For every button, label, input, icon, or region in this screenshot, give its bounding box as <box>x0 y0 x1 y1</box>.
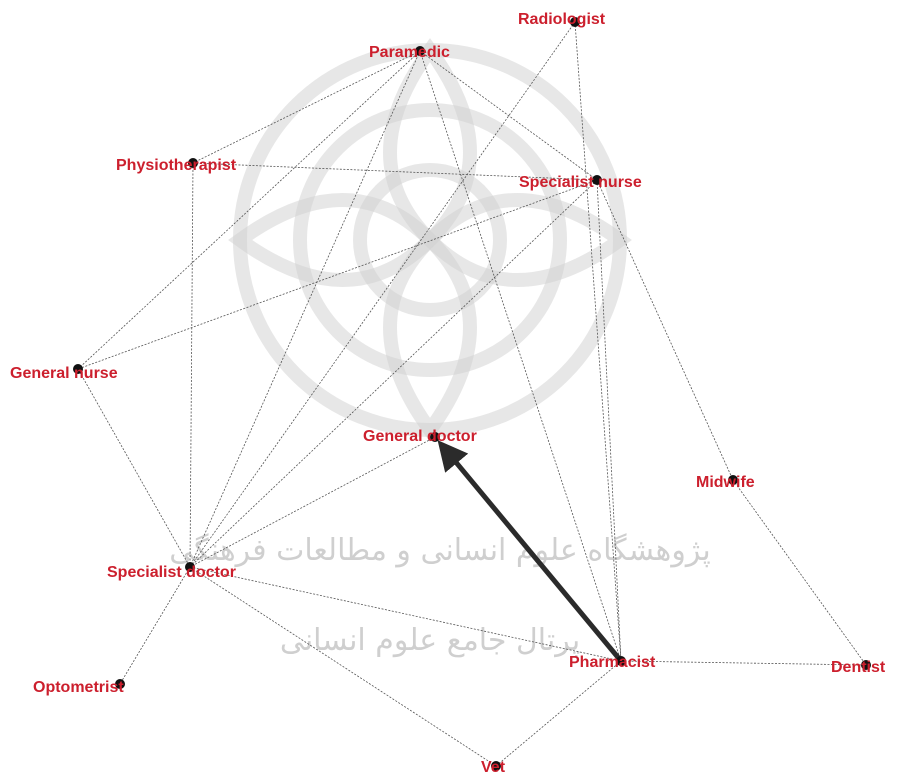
node-dot-paramedic <box>415 46 425 56</box>
node-specialist-doctor: Specialist doctor <box>107 562 236 581</box>
edge-radiologist-pharmacist <box>574 21 622 662</box>
edge-specialist-doctor-pharmacist <box>189 566 622 662</box>
edge-physiotherapist-specialist-nurse <box>192 162 598 181</box>
edge-paramedic-specialist-nurse <box>419 50 598 181</box>
node-dot-specialist-nurse <box>592 175 602 185</box>
edge-specialist-doctor-vet <box>189 566 497 767</box>
node-physiotherapist: Physiotherapist <box>116 157 237 174</box>
node-dot-physiotherapist <box>188 158 198 168</box>
edges <box>77 21 867 767</box>
node-label-vet: Vet <box>481 759 506 776</box>
edge-specialist-doctor-optometrist <box>119 566 191 685</box>
node-label-specialist-nurse: Specialist nurse <box>519 174 642 191</box>
edge-paramedic-general-nurse <box>77 50 421 370</box>
node-dot-optometrist <box>115 679 125 689</box>
edge-midwife-dentist <box>732 479 867 666</box>
node-dot-general-doctor <box>430 432 440 442</box>
edge-general-doctor-specialist-doctor <box>189 436 436 568</box>
node-label-general-nurse: General nurse <box>10 365 118 382</box>
edge-specialist-nurse-general-nurse <box>77 179 598 370</box>
nodes: RadiologistParamedicPhysiotherapistSpeci… <box>10 11 886 776</box>
node-general-nurse: General nurse <box>10 364 118 382</box>
node-label-radiologist: Radiologist <box>518 11 606 28</box>
node-general-doctor: General doctor <box>363 428 477 445</box>
node-dot-vet <box>491 761 501 771</box>
node-label-general-doctor: General doctor <box>363 428 477 445</box>
watermark-text-line1: پژوهشگاه علوم انسانی و مطالعات فرهنگی <box>169 533 711 568</box>
node-dot-dentist <box>861 660 871 670</box>
edge-paramedic-physiotherapist <box>192 50 421 164</box>
node-label-optometrist: Optometrist <box>33 679 124 696</box>
node-dentist: Dentist <box>831 659 886 676</box>
edge-physiotherapist-specialist-doctor <box>189 162 194 568</box>
watermark-emblem <box>228 38 632 442</box>
node-label-midwife: Midwife <box>696 474 755 491</box>
node-pharmacist: Pharmacist <box>569 654 656 671</box>
edge-general-nurse-specialist-doctor <box>77 368 191 568</box>
highlighted-arrow <box>437 440 623 663</box>
node-midwife: Midwife <box>696 474 755 491</box>
node-label-physiotherapist: Physiotherapist <box>116 157 237 174</box>
node-radiologist: Radiologist <box>518 11 606 28</box>
edge-radiologist-specialist-doctor <box>189 21 576 568</box>
node-label-specialist-doctor: Specialist doctor <box>107 564 236 581</box>
node-specialist-nurse: Specialist nurse <box>519 174 642 191</box>
edge-pharmacist-vet <box>495 660 622 767</box>
node-paramedic: Paramedic <box>369 44 450 61</box>
arrow-pharmacist-to-general-doctor <box>437 440 623 663</box>
node-label-dentist: Dentist <box>831 659 886 676</box>
node-dot-general-nurse <box>73 364 83 374</box>
node-label-paramedic: Paramedic <box>369 44 450 61</box>
edge-pharmacist-dentist <box>620 660 867 666</box>
watermark-text-line2: پرتال جامع علوم انسانی <box>280 623 580 658</box>
node-dot-midwife <box>728 475 738 485</box>
node-dot-specialist-doctor <box>185 562 195 572</box>
edge-paramedic-specialist-doctor <box>189 50 421 568</box>
node-optometrist: Optometrist <box>33 679 125 696</box>
node-dot-pharmacist <box>616 656 626 666</box>
node-dot-radiologist <box>570 17 580 27</box>
node-label-pharmacist: Pharmacist <box>569 654 656 671</box>
edge-specialist-nurse-specialist-doctor <box>189 179 598 568</box>
edge-specialist-nurse-midwife <box>596 179 734 481</box>
node-vet: Vet <box>481 759 506 776</box>
